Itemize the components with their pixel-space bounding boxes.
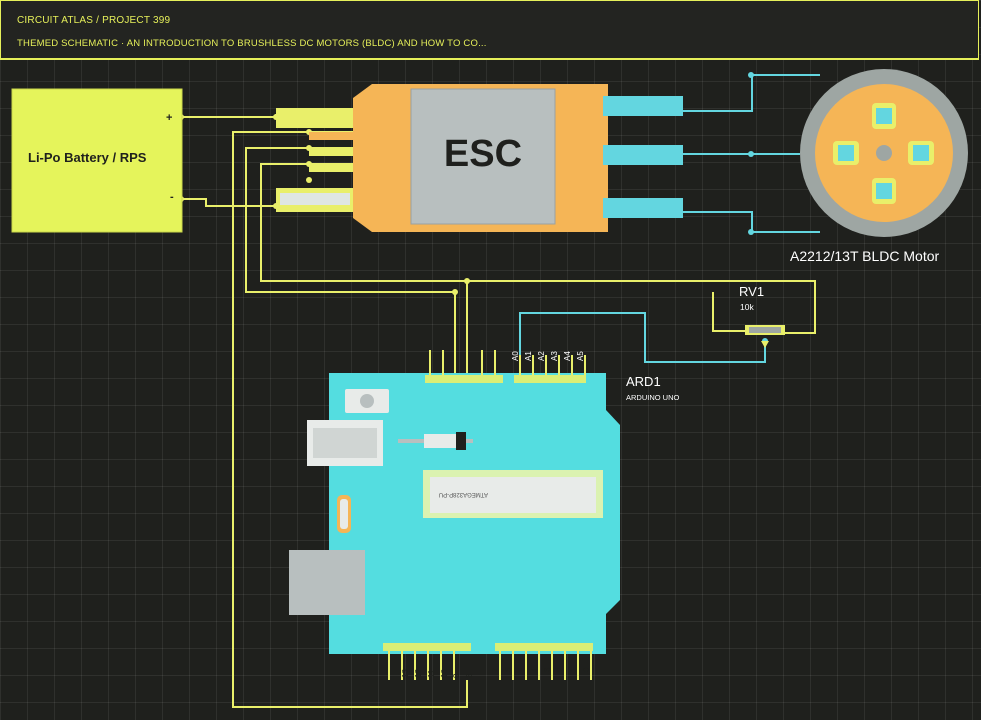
- pin-a0: A0: [511, 351, 520, 361]
- wire-motor-phase-a[interactable]: [683, 74, 820, 112]
- pin-d3: 3: [543, 667, 552, 672]
- arduino-name: ARDUINO UNO: [626, 393, 680, 402]
- motor-label: A2212/13T BLDC Motor: [790, 248, 939, 264]
- wire-pot-wiper-a0[interactable]: [519, 312, 766, 363]
- wire-motor-phase-c[interactable]: [683, 211, 820, 233]
- battery-neg-terminal: -: [170, 191, 174, 203]
- battery-label: Li-Po Battery / RPS: [28, 150, 147, 165]
- battery[interactable]: Li-Po Battery / RPS + -: [11, 88, 183, 233]
- esc-label: ESC: [444, 133, 522, 175]
- wire-esc-gnd[interactable]: [260, 163, 816, 334]
- battery-pos-terminal: +: [166, 112, 172, 124]
- pin-a5: A5: [576, 351, 585, 361]
- chip-label: ATMEGA328P-PU: [439, 491, 488, 497]
- arduino-uno[interactable]: A0 A1 A2 A3 A4 A5 13 12 11 10 9 8 7 6 5 …: [289, 350, 680, 680]
- pin-a3: A3: [550, 351, 559, 361]
- pin-d9: 9: [452, 673, 461, 678]
- wire-pot-left[interactable]: [712, 292, 745, 332]
- pin-d2: 2: [556, 667, 565, 672]
- pin-d0: 0: [582, 667, 591, 672]
- esc-module[interactable]: ESC: [276, 84, 683, 232]
- pin-d12: 12: [414, 669, 423, 678]
- pin-a2: A2: [537, 351, 546, 361]
- pin-a4: A4: [563, 351, 572, 361]
- pin-d4: 4: [530, 667, 539, 672]
- pin-d13: 13: [401, 669, 410, 678]
- bldc-motor[interactable]: A2212/13T BLDC Motor: [790, 69, 968, 264]
- breadcrumb[interactable]: CIRCUIT ATLAS / PROJECT 399: [17, 15, 171, 26]
- wire-esc-signal-pin9[interactable]: [232, 131, 468, 708]
- pot-ref: RV1: [739, 284, 764, 299]
- pin-d11: 11: [427, 669, 436, 678]
- page-subtitle: THEMED SCHEMATIC · AN INTRODUCTION TO BR…: [17, 38, 487, 49]
- pin-a1: A1: [524, 351, 533, 361]
- potentiometer-rv1[interactable]: RV1 10k: [739, 284, 785, 348]
- wires-cyan: [519, 74, 820, 363]
- pot-value: 10k: [740, 302, 754, 312]
- wire-esc-5v[interactable]: [245, 147, 456, 378]
- arduino-ref: ARD1: [626, 374, 661, 389]
- pin-d7: 7: [491, 667, 500, 672]
- page-header: CIRCUIT ATLAS / PROJECT 399 THEMED SCHEM…: [0, 0, 979, 60]
- pin-d1: 1: [569, 667, 578, 672]
- pin-d10: 10: [440, 669, 449, 678]
- pin-d8: 8: [465, 673, 474, 678]
- pin-d6: 6: [504, 667, 513, 672]
- pin-d5: 5: [517, 667, 526, 672]
